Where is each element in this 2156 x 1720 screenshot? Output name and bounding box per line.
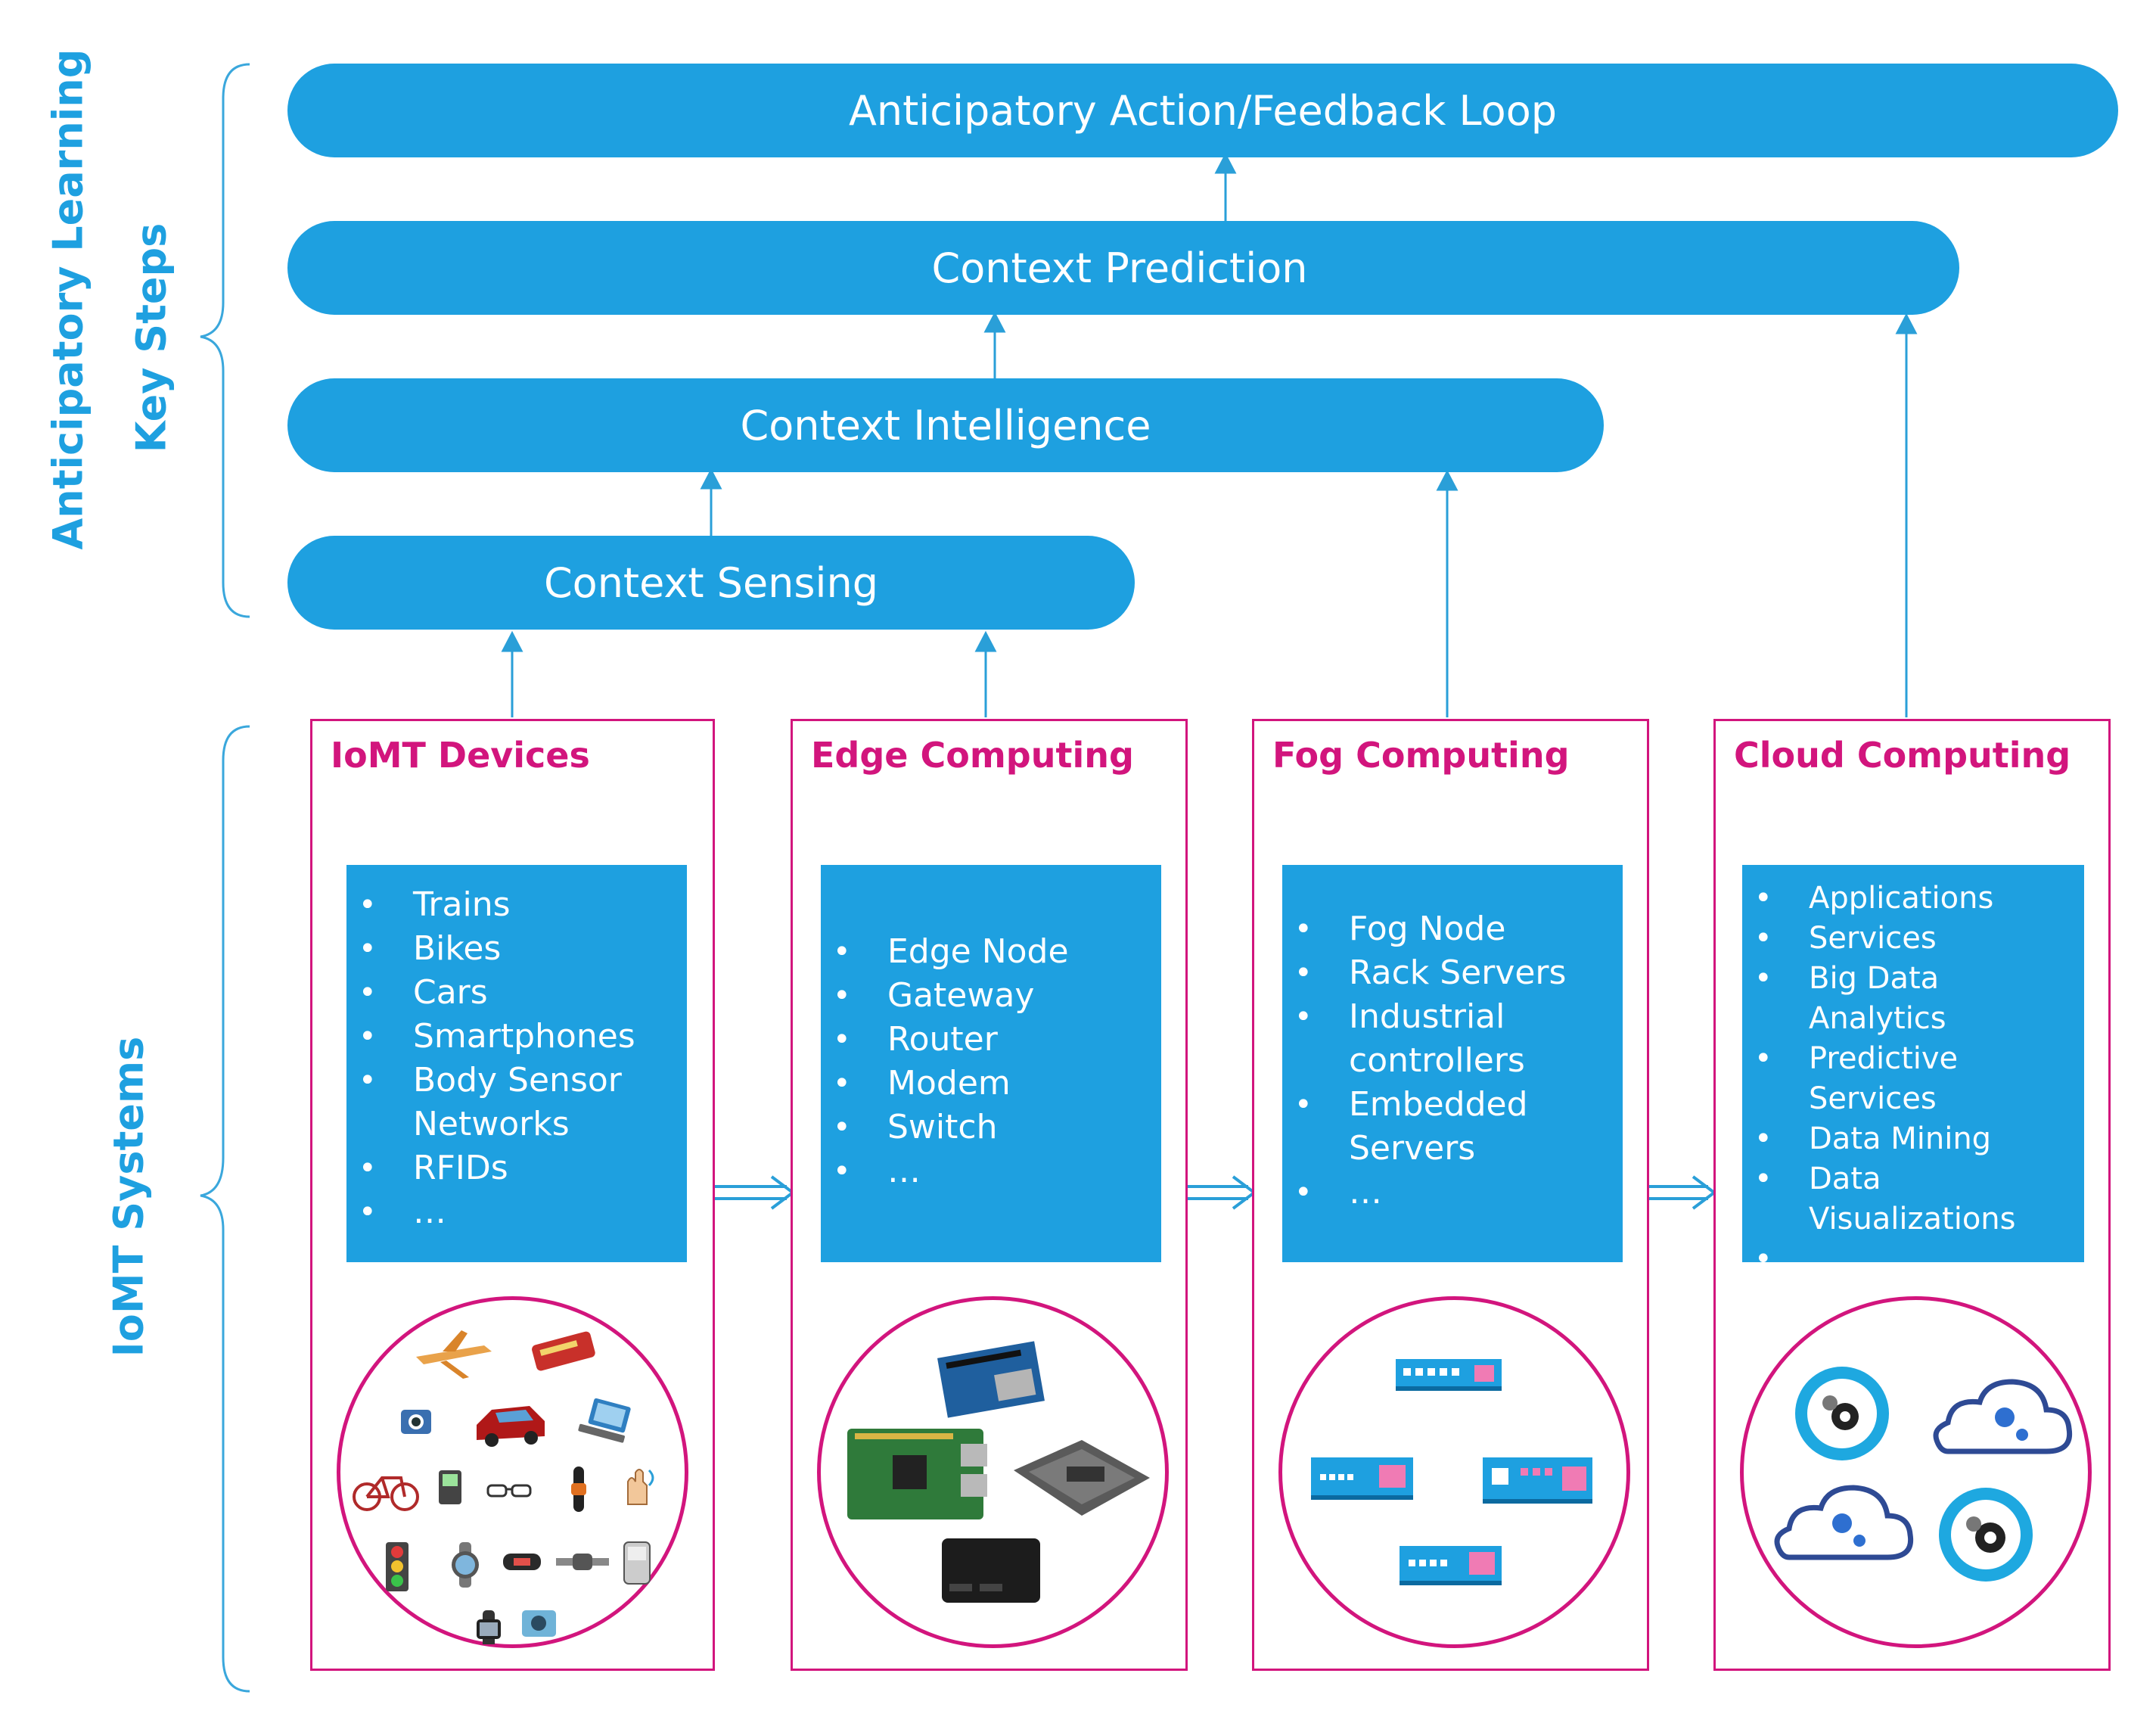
gear-circle-icon xyxy=(1939,1488,2033,1582)
glasses-icon xyxy=(486,1484,532,1498)
cloud-computing-title: Cloud Computing xyxy=(1734,735,2071,776)
glucose-meter-icon xyxy=(623,1541,651,1585)
list-item: Predictive Services xyxy=(1742,1039,2084,1119)
step-anticipatory-action: Anticipatory Action/Feedback Loop xyxy=(287,64,2118,157)
edge-computing-panel: Edge Computing Edge Node Gateway Router … xyxy=(791,719,1188,1671)
list-item: Gateway xyxy=(821,974,1161,1018)
cloud-computing-list: Applications Services Big Data Analytics… xyxy=(1742,865,2084,1280)
list-item: Bikes xyxy=(346,927,687,971)
list-item: Industrial controllers xyxy=(1282,995,1623,1083)
devices-image-circle xyxy=(337,1296,688,1648)
list-item: Data Visualizations xyxy=(1742,1159,2084,1239)
sensor-strap-icon xyxy=(556,1554,609,1570)
list-item: … xyxy=(821,1149,1161,1193)
list-item: Edge Node xyxy=(821,930,1161,974)
list-item: Rack Servers xyxy=(1282,951,1623,995)
systems-brace xyxy=(200,725,250,1693)
iomt-devices-title: IoMT Devices xyxy=(331,735,590,776)
rack-server-icon xyxy=(1311,1457,1413,1500)
rack-server-icon xyxy=(1483,1457,1592,1504)
list-item: Fog Node xyxy=(1282,907,1623,951)
raspberry-pi-icon xyxy=(847,1429,987,1519)
iomt-devices-panel: IoMT Devices Trains Bikes Cars Smartphon… xyxy=(310,719,715,1671)
step-context-intelligence: Context Intelligence xyxy=(287,378,1604,472)
fog-computing-list: Fog Node Rack Servers Industrial control… xyxy=(1282,865,1623,1262)
mini-pc-icon xyxy=(942,1538,1040,1603)
bicycle-icon xyxy=(353,1476,419,1511)
cloud-computing-panel: Cloud Computing Applications Services Bi… xyxy=(1713,719,2111,1671)
wristband-icon xyxy=(571,1467,586,1512)
learning-brace xyxy=(200,63,250,618)
traffic-light-icon xyxy=(386,1542,409,1591)
action-camera-icon xyxy=(522,1610,556,1637)
list-item: Trains xyxy=(346,883,687,927)
list-item: Applications xyxy=(1742,879,2084,919)
devices-illustration xyxy=(353,1330,654,1648)
fog-computing-panel: Fog Computing Fog Node Rack Servers Indu… xyxy=(1252,719,1649,1671)
handheld-device-icon xyxy=(439,1470,461,1504)
list-item: Smartphones xyxy=(346,1015,687,1059)
gateway-module-icon xyxy=(1014,1440,1150,1516)
smartwatch-icon xyxy=(452,1542,479,1588)
network-switch-icon xyxy=(1400,1546,1502,1585)
car-icon xyxy=(477,1406,545,1447)
arrow-fog-to-cloud xyxy=(1645,1175,1717,1210)
list-item: Embedded Servers xyxy=(1282,1083,1623,1171)
list-item: Services xyxy=(1742,919,2084,959)
learning-label-line2: Key Steps xyxy=(127,222,176,453)
arduino-board-icon xyxy=(937,1341,1045,1418)
fog-computing-title: Fog Computing xyxy=(1272,735,1570,776)
edge-image-circle xyxy=(817,1296,1169,1648)
cloud-image-circle xyxy=(1740,1296,2092,1648)
gear-cloud-icon xyxy=(1933,1379,2073,1454)
gear-cloud-icon xyxy=(1774,1485,1914,1560)
camera-icon xyxy=(401,1410,431,1434)
list-item: Data Mining xyxy=(1742,1119,2084,1159)
list-item: Body Sensor Networks xyxy=(346,1059,687,1146)
list-item: RFIDs xyxy=(346,1146,687,1190)
edge-computing-list: Edge Node Gateway Router Modem Switch … xyxy=(821,865,1161,1262)
hand-sensor-icon xyxy=(627,1469,654,1505)
list-item: Big Data Analytics xyxy=(1742,959,2084,1039)
fitness-band-icon xyxy=(503,1554,541,1570)
list-item: Router xyxy=(821,1018,1161,1062)
arrow-edge-to-fog xyxy=(1184,1175,1257,1210)
step-context-sensing: Context Sensing xyxy=(287,536,1135,630)
laptop-icon xyxy=(578,1398,631,1443)
systems-label: IoMT Systems xyxy=(104,1036,153,1358)
list-item: Cars xyxy=(346,971,687,1015)
list-item: … xyxy=(1282,1171,1623,1215)
learning-label-line1: Anticipatory Learning xyxy=(44,48,92,550)
cloud-illustration xyxy=(1774,1367,2073,1582)
arrow-devices-to-edge xyxy=(711,1175,796,1210)
iomt-devices-list: Trains Bikes Cars Smartphones Body Senso… xyxy=(346,865,687,1262)
list-item: … xyxy=(346,1190,687,1234)
gear-circle-icon xyxy=(1795,1367,1889,1460)
digital-watch-icon xyxy=(477,1610,501,1648)
train-icon xyxy=(532,1331,595,1371)
airplane-icon xyxy=(416,1330,492,1379)
edge-illustration xyxy=(847,1341,1150,1603)
step-context-prediction: Context Prediction xyxy=(287,221,1959,315)
list-item: Modem xyxy=(821,1062,1161,1106)
fog-illustration xyxy=(1311,1359,1592,1585)
network-switch-icon xyxy=(1396,1359,1502,1391)
fog-image-circle xyxy=(1278,1296,1630,1648)
list-item: … xyxy=(1742,1239,2084,1280)
list-item: Switch xyxy=(821,1106,1161,1149)
edge-computing-title: Edge Computing xyxy=(811,735,1134,776)
